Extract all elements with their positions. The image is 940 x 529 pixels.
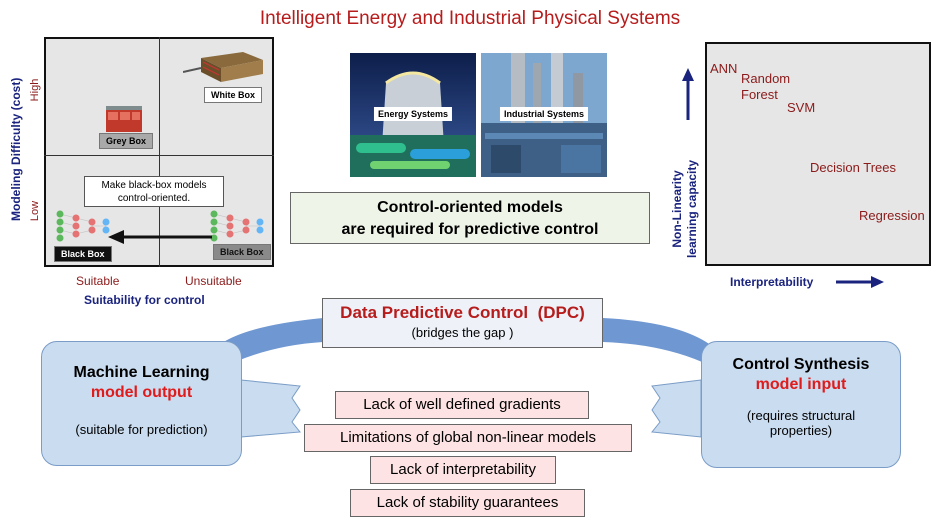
page-title: Intelligent Energy and Industrial Physic… (259, 8, 681, 29)
control-box-line-1: Control-oriented models (377, 199, 563, 216)
grey-box-machine-icon (106, 106, 142, 132)
left-arrow-icon (108, 230, 212, 244)
cs-subtitle: model input (755, 376, 847, 393)
energy-systems-label: Energy Systems (373, 107, 453, 121)
white-box-label: White Box (204, 87, 262, 103)
black-box-label-unsuitable: Black Box (213, 244, 271, 260)
ml-subtitle: model output (90, 384, 193, 401)
ml-title: Machine Learning (73, 364, 210, 381)
control-box-line-2: are required for predictive control (341, 221, 599, 238)
note-line-1: Make black-box models (101, 180, 207, 191)
industrial-systems-label: Industrial Systems (499, 107, 589, 121)
gap-gradients: Lack of well defined gradients (335, 391, 589, 419)
white-box-building-icon (183, 52, 263, 82)
cs-note-line-1: (requires structural (746, 408, 856, 423)
control-oriented-models-box: Control-oriented models are required for… (290, 192, 650, 244)
gap-stability: Lack of stability guarantees (350, 489, 585, 517)
gap-interpretability: Lack of interpretability (370, 456, 556, 484)
energy-systems-photo (350, 53, 476, 177)
x-axis-suitable-label: Suitable (76, 274, 120, 288)
neural-network-icon-suitable (56, 210, 110, 242)
right-arrow-icon (836, 276, 884, 288)
black-box-label-suitable: Black Box (54, 246, 112, 262)
x-axis-label-suitability: Suitability for control (84, 293, 205, 307)
x-axis-unsuitable-label: Unsuitable (185, 274, 242, 288)
dpc-title: Data Predictive Control (DPC) (340, 303, 585, 322)
label-random: Random (741, 71, 791, 86)
label-svm: SVM (787, 100, 816, 115)
cs-note-line-2: properties) (769, 423, 833, 438)
grey-box-label: Grey Box (99, 133, 154, 149)
interpretability-chart (705, 42, 931, 266)
label-decision-trees: Decision Trees (810, 160, 896, 175)
dpc-subtitle: (bridges the gap ) (411, 325, 514, 340)
dpc-box: Data Predictive Control (DPC) (bridges t… (322, 298, 603, 348)
label-ann: ANN (710, 61, 738, 76)
control-synthesis-box: Control Synthesis model input (requires … (701, 341, 901, 468)
up-arrow-icon (682, 68, 694, 120)
gap-global-nonlinear: Limitations of global non-linear models (304, 424, 632, 452)
black-box-note: Make black-box models control-oriented. (84, 176, 224, 207)
ml-note: (suitable for prediction) (75, 422, 208, 437)
quadrant-vertical-divider (159, 37, 160, 267)
x-axis-label-interpretability: Interpretability (730, 275, 814, 289)
label-regression: Regression (859, 208, 925, 223)
quadrant-horizontal-divider (44, 155, 274, 156)
cs-title: Control Synthesis (732, 356, 870, 373)
neural-network-icon-unsuitable (210, 210, 264, 242)
label-forest: Forest (741, 87, 778, 102)
note-line-2: control-oriented. (117, 193, 191, 204)
machine-learning-box: Machine Learning model output (suitable … (41, 341, 242, 466)
